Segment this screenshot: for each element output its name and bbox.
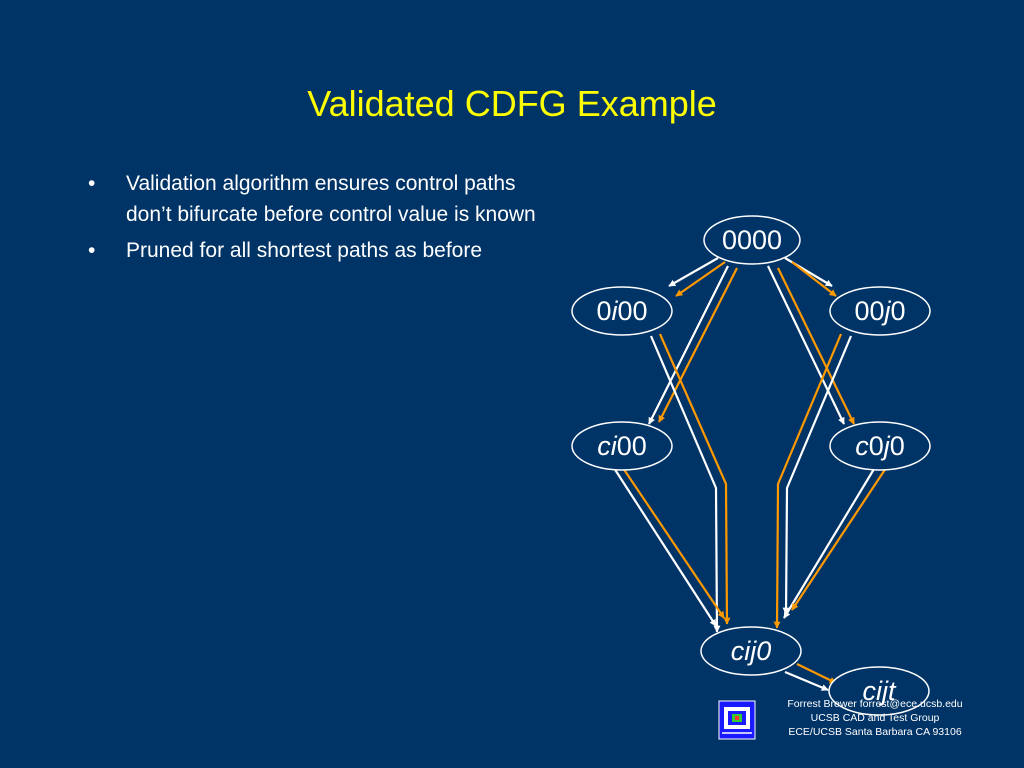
state-node-label-part: 0 [891, 296, 906, 326]
orange-path-edge [796, 663, 837, 684]
state-node-label: 00j0 [854, 296, 905, 326]
state-node-label: c0j0 [855, 431, 905, 461]
bullet-dot: • [88, 172, 96, 195]
state-node-ellipse [571, 421, 673, 471]
state-node-label-part: 0 [596, 296, 611, 326]
state-node: ci00 [571, 421, 673, 471]
state-node: 0000 [703, 215, 801, 265]
footer-line: ECE/UCSB Santa Barbara CA 93106 [788, 726, 962, 738]
state-node: cij0 [700, 626, 802, 676]
bullet-item: • Pruned for all shortest paths as befor… [88, 236, 538, 267]
state-node: 0i00 [571, 286, 673, 336]
orange-path-edge [791, 261, 837, 297]
state-node-label-part: j [880, 431, 891, 461]
white-path-edge [784, 670, 829, 692]
state-node-label-part: ci [597, 431, 618, 461]
edge-group [613, 257, 887, 692]
bullet-list: • Validation algorithm ensures control p… [88, 169, 538, 273]
state-node-ellipse [571, 286, 673, 336]
bullet-item: • Validation algorithm ensures control p… [88, 169, 538, 230]
state-node-ellipse [828, 666, 930, 716]
white-path-edge [767, 265, 845, 425]
state-node: 00j0 [829, 286, 931, 336]
white-path-edge [613, 467, 717, 627]
bullet-text: Validation algorithm ensures control pat… [126, 172, 536, 226]
orange-path-edge [773, 333, 843, 629]
orange-path-edge [675, 261, 726, 297]
state-node-label: cijt [863, 676, 897, 706]
state-node-label: ci00 [597, 431, 647, 461]
orange-path-edge [658, 267, 738, 423]
state-node-label-part: i [611, 296, 618, 326]
state-node-ellipse [703, 215, 801, 265]
state-node-label-part: c [855, 431, 869, 461]
footer-credits: Forrest Brewer forrest@ece.ucsb.edu UCSB… [770, 697, 980, 739]
state-node-label-part: j [881, 296, 892, 326]
state-node-label-part: 0 [869, 431, 884, 461]
state-node-label-part: 00 [854, 296, 884, 326]
footer-line: UCSB CAD and Test Group [810, 712, 940, 724]
state-node: cijt [828, 666, 930, 716]
state-node-label-part: 0 [890, 431, 905, 461]
bullet-text: Pruned for all shortest paths as before [126, 239, 483, 262]
state-node-label-part: 00 [617, 296, 647, 326]
group-logo-icon [718, 700, 756, 740]
orange-path-edge [622, 467, 725, 619]
slide-title: Validated CDFG Example [307, 83, 717, 124]
state-node-label: 0i00 [596, 296, 647, 326]
state-node-ellipse [829, 286, 931, 336]
state-node-label: 0000 [722, 225, 782, 255]
white-path-edge [782, 335, 853, 615]
state-node-ellipse [700, 626, 802, 676]
white-path-edge [783, 468, 875, 619]
state-node-label-part: cijt [863, 676, 897, 706]
state-node-label: cij0 [731, 636, 772, 666]
orange-path-edge [791, 467, 887, 611]
white-path-edge [648, 265, 729, 425]
state-node: c0j0 [829, 421, 931, 471]
white-path-edge [668, 257, 719, 287]
orange-path-edge [777, 267, 855, 425]
state-node-ellipse [829, 421, 931, 471]
footer-line: Forrest Brewer forrest@ece.ucsb.edu [787, 698, 963, 710]
state-node-label-part: 00 [617, 431, 647, 461]
white-path-edge [649, 335, 721, 633]
state-node-label-part: 0000 [722, 225, 782, 255]
state-node-label-part: cij0 [731, 636, 772, 666]
orange-path-edge [658, 333, 731, 625]
bullet-dot: • [88, 239, 96, 262]
